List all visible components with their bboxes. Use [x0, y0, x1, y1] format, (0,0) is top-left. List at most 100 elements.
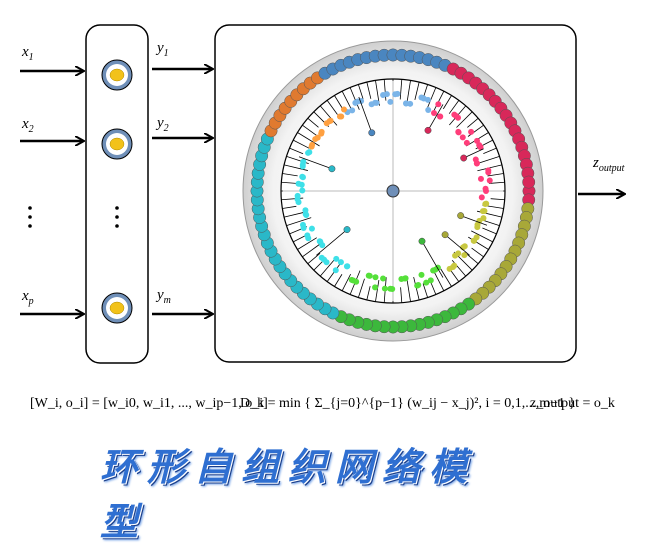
sample-point	[373, 99, 380, 106]
sample-point	[430, 110, 437, 117]
weight-spoke	[482, 227, 497, 235]
sample-point	[338, 113, 345, 120]
winner-pendants	[298, 96, 488, 278]
sample-point	[473, 234, 480, 241]
sample-point	[436, 113, 443, 120]
sample-point	[459, 134, 466, 141]
sample-point	[452, 252, 459, 259]
diagram-title: 环形自组织网络模型	[100, 445, 477, 544]
ring-neuron	[522, 175, 536, 189]
pendant-point	[441, 231, 449, 239]
distance-formula: D_k = min { Σ_{j=0}^{p−1} (w_ij − x_j)²,…	[240, 396, 576, 411]
weight-spoke	[440, 268, 452, 287]
sample-point	[482, 185, 489, 192]
sample-point	[485, 169, 492, 176]
sample-point	[394, 90, 401, 97]
sample-point	[418, 271, 425, 278]
sample-point	[479, 208, 486, 215]
output-formula: z_output = o_k	[530, 396, 615, 411]
sample-points	[294, 90, 493, 292]
weight-spoke	[366, 286, 371, 300]
weight-spoke	[326, 100, 338, 115]
sample-point	[349, 107, 356, 114]
sample-point	[483, 200, 490, 207]
sample-point	[450, 263, 457, 270]
sample-point	[299, 163, 306, 170]
input-label-1: x1	[22, 44, 34, 63]
weight-spoke	[286, 217, 312, 226]
input-ellipsis	[28, 206, 119, 228]
sample-point	[474, 221, 481, 228]
sample-point	[380, 275, 387, 282]
sample-point	[337, 259, 344, 266]
sample-point	[302, 211, 309, 218]
weight-spoke	[282, 173, 298, 177]
sample-point	[299, 187, 306, 194]
weight-spoke	[478, 156, 500, 164]
weight-spoke	[383, 79, 387, 101]
sample-point	[403, 100, 410, 107]
pendant-line	[444, 234, 470, 256]
input-neuron-p	[101, 292, 133, 324]
sample-point	[299, 173, 306, 180]
sample-point	[304, 232, 311, 239]
sample-point	[298, 181, 305, 188]
weight-spoke	[483, 219, 500, 226]
input-neuron-2	[101, 128, 133, 160]
sample-point	[295, 199, 302, 206]
sample-point	[305, 149, 312, 156]
pendant-line	[427, 104, 444, 131]
outer-neuron-ring	[250, 48, 536, 334]
pendant-line	[358, 96, 373, 133]
sample-point	[461, 252, 468, 259]
sample-point	[477, 175, 484, 182]
weight-spoke	[426, 87, 437, 110]
sample-point	[486, 177, 493, 184]
pendant-point	[328, 165, 336, 173]
weight-spoke	[366, 82, 372, 99]
pendant-point	[424, 126, 432, 134]
sample-point	[472, 156, 479, 163]
sample-point	[427, 277, 434, 284]
weight-vector-formula: [W_i, o_i] = [w_i0, w_i1, ..., w_ip−1, o…	[30, 396, 268, 411]
pendant-point	[368, 129, 376, 137]
pendant-point	[457, 212, 465, 220]
sample-point	[321, 256, 328, 263]
pendant-point	[343, 226, 351, 234]
weight-spoke	[487, 173, 504, 177]
sample-point	[319, 242, 326, 249]
sample-point	[323, 120, 330, 127]
pendant-line	[316, 229, 348, 256]
pendant-point	[418, 237, 426, 245]
sample-point	[402, 275, 409, 282]
weight-spoke	[297, 237, 317, 250]
weight-spoke	[471, 247, 484, 258]
sample-point	[451, 111, 458, 118]
sample-point	[308, 225, 315, 232]
weight-spoke	[284, 212, 304, 218]
sample-point	[414, 282, 421, 289]
weight-spoke	[442, 95, 452, 110]
pendant-line	[421, 241, 444, 278]
weight-spoke	[448, 100, 460, 114]
weight-spoke	[422, 283, 428, 298]
weight-spoke	[307, 117, 319, 128]
sample-point	[353, 278, 360, 285]
weight-spoke	[375, 280, 380, 302]
weight-spoke	[341, 273, 352, 291]
pendant-line	[298, 156, 333, 170]
weight-spoke	[467, 117, 479, 128]
sample-point	[294, 192, 301, 199]
sample-point	[366, 272, 373, 279]
weight-spoke	[319, 105, 338, 126]
weight-spoke	[490, 198, 505, 201]
sample-point	[299, 221, 306, 228]
weight-spoke	[450, 270, 460, 282]
sample-point	[309, 141, 316, 148]
weight-spoke	[414, 82, 420, 100]
sample-point	[423, 279, 430, 286]
weight-spoke	[302, 241, 323, 258]
sample-point	[372, 274, 379, 281]
sample-point	[387, 98, 394, 105]
weight-spoke	[488, 181, 505, 184]
